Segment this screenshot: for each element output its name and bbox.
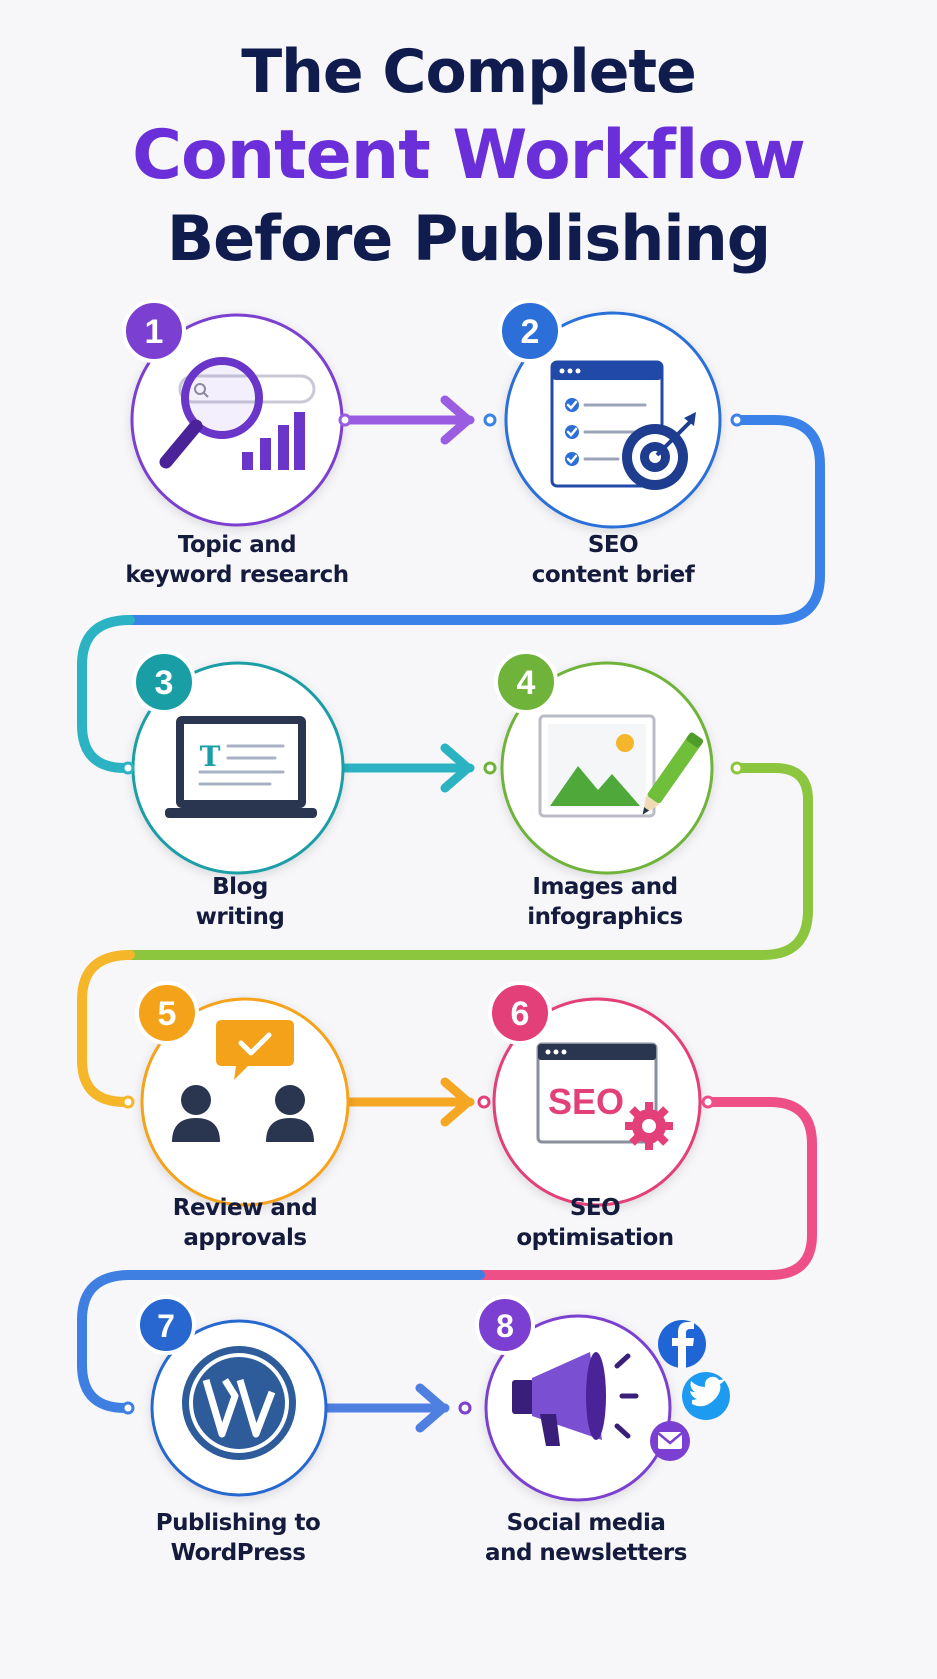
seo-gear-icon: [536, 1042, 673, 1150]
step-number-7: 7: [157, 1308, 175, 1344]
email-icon: [650, 1421, 690, 1461]
arrow-7-8: [320, 1383, 450, 1433]
connector-3-4: [77, 1097, 817, 1413]
step-number-8: 8: [496, 1308, 514, 1344]
step-label-7: Publishing to WordPress: [88, 1508, 388, 1568]
title-line-1: The Complete: [241, 37, 697, 107]
step-label-7-line2: WordPress: [170, 1540, 306, 1566]
twitter-icon: [682, 1372, 730, 1420]
step-label-8: Social media and newsletters: [436, 1508, 736, 1568]
people-approval-icon: [172, 1020, 314, 1142]
step-label-8-line2: and newsletters: [485, 1540, 687, 1566]
step-label-5: Review and approvals: [95, 1193, 395, 1253]
arrow-3-4: [340, 743, 475, 793]
image-pencil-icon: [538, 714, 704, 818]
arrow-1-2: [340, 395, 475, 445]
checklist-target-icon: [550, 360, 696, 490]
step-label-3-line1: Blog: [212, 874, 268, 900]
step-badge-8: 8: [475, 1295, 535, 1355]
title-line-3: Before Publishing: [166, 202, 771, 275]
junction-dots: [121, 413, 744, 1415]
step-label-3: Blog writing: [90, 872, 390, 932]
step-label-4: Images and infographics: [455, 872, 755, 932]
step-badge-4: 4: [494, 650, 558, 714]
step-badge-7: 7: [136, 1295, 196, 1355]
arrow-5-6: [340, 1077, 475, 1127]
step-badge-3: 3: [132, 650, 196, 714]
magnifier-chart-icon: [159, 357, 316, 470]
step-label-5-line1: Review and: [172, 1195, 318, 1221]
step-badge-5: 5: [135, 981, 199, 1045]
connector-2-3: [77, 763, 813, 1107]
step-badge-6: 6: [488, 981, 552, 1045]
step-number-4: 4: [517, 664, 536, 702]
connector-1-2: [77, 415, 825, 773]
step-number-3: 3: [155, 664, 174, 702]
step-label-6-line2: optimisation: [516, 1225, 674, 1251]
step-label-6-line1: SEO: [569, 1195, 621, 1221]
step-label-5-line2: approvals: [183, 1225, 307, 1251]
step-label-1: Topic and keyword research: [87, 530, 387, 590]
step-number-5: 5: [158, 995, 177, 1033]
laptop-text-letter: T: [200, 740, 221, 773]
step-label-8-line1: Social media: [506, 1510, 666, 1536]
step-circle-5: [140, 997, 350, 1207]
step-number-2: 2: [521, 313, 540, 351]
step-badge-2: 2: [498, 299, 562, 363]
step-number-1: 1: [145, 313, 164, 351]
step-label-2: SEO content brief: [463, 530, 763, 590]
step-label-7-line1: Publishing to: [155, 1510, 321, 1536]
step-label-2-line2: content brief: [531, 562, 695, 588]
step-badge-1: 1: [122, 299, 186, 363]
facebook-icon: [658, 1320, 706, 1368]
seo-window-text: SEO: [548, 1081, 624, 1122]
megaphone-social-icon: [512, 1352, 639, 1446]
step-label-1-line1: Topic and: [177, 532, 297, 558]
step-label-4-line2: infographics: [527, 904, 683, 930]
step-label-6: SEO optimisation: [445, 1193, 745, 1253]
step-label-4-line1: Images and: [532, 874, 678, 900]
title-line-2: Content Workflow: [132, 116, 806, 195]
wordpress-icon: [182, 1346, 296, 1460]
laptop-text-icon: [165, 716, 317, 818]
step-number-6: 6: [511, 995, 530, 1033]
step-label-2-line1: SEO: [587, 532, 639, 558]
step-label-1-line2: keyword research: [125, 562, 349, 588]
step-label-3-line2: writing: [195, 904, 285, 930]
